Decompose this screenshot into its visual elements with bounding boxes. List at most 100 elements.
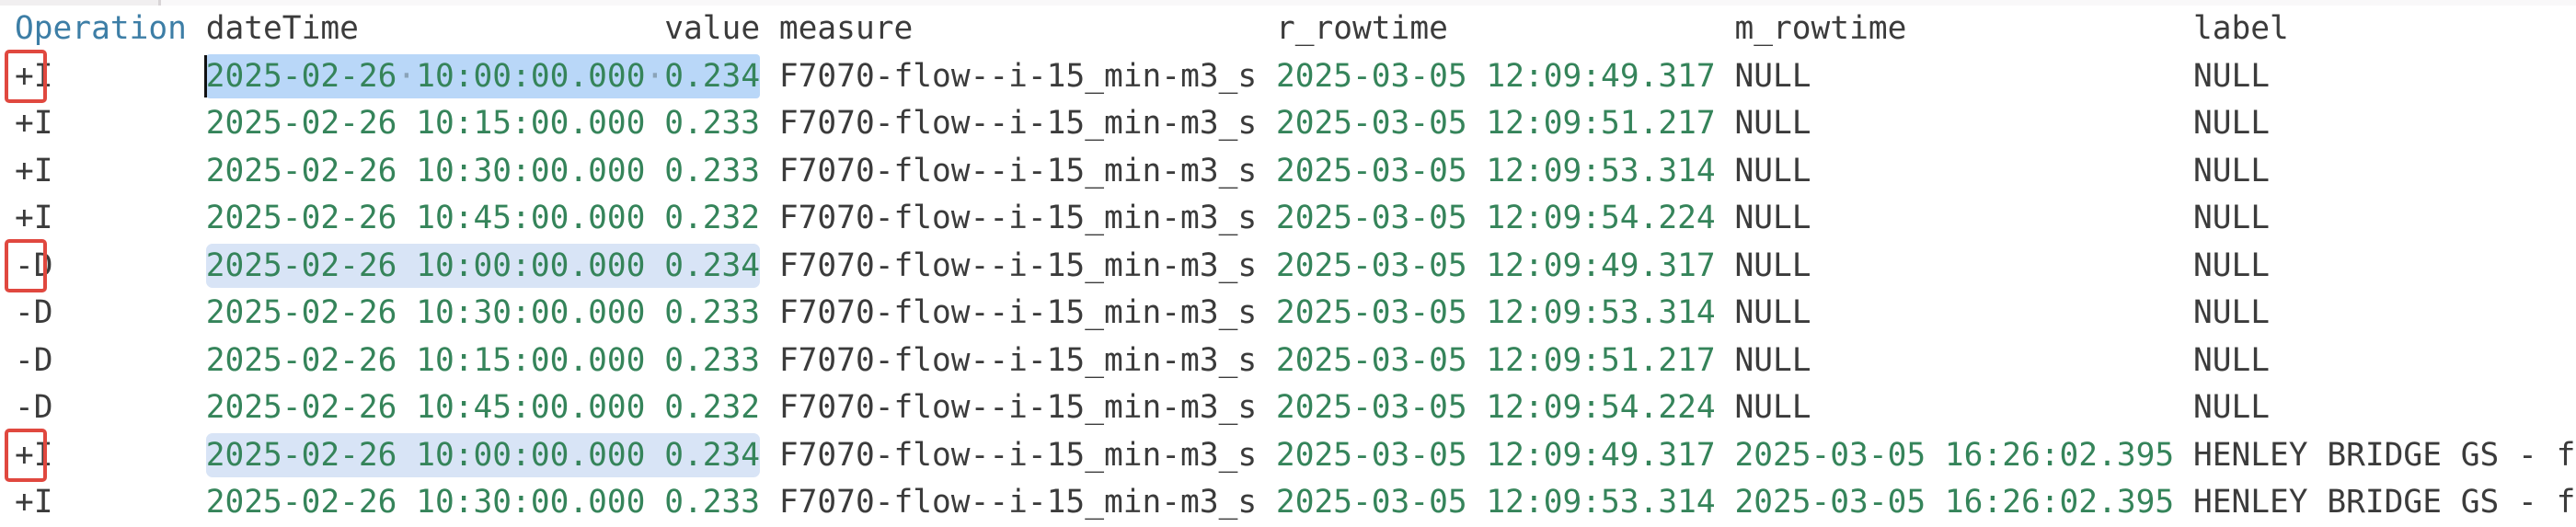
cell-m-rowtime: NULL [1734, 294, 2175, 331]
column-header-datetime: dateTime [205, 10, 646, 47]
cell-gap [53, 247, 206, 284]
cell-gap [1716, 437, 1735, 474]
cell-measure: F7070-flow--i-15_min-m3_s [778, 389, 1258, 426]
cell-m-rowtime: NULL [1734, 246, 2175, 284]
cell-gap [1257, 342, 1276, 379]
cell-r-rowtime: 2025-03-05 12:09:53.314 [1275, 294, 1716, 331]
table-row[interactable]: -D 2025-02-26 10:00:00.000 0.234 F7070-f… [5, 238, 2576, 292]
cell-datetime-value: 2025-02-26 10:45:00.000 0.232 [205, 200, 761, 236]
cell-gap [2174, 342, 2193, 379]
cell-operation: +I [15, 200, 53, 236]
table-row[interactable]: -D 2025-02-26 10:30:00.000 0.233 F7070-f… [15, 290, 2576, 338]
cell-gap [53, 153, 206, 189]
cell-label: NULL [2192, 152, 2271, 189]
cell-measure: F7070-flow--i-15_min-m3_s [778, 105, 1258, 142]
cell-gap [53, 58, 206, 95]
cell-measure: F7070-flow--i-15_min-m3_s [778, 484, 1258, 521]
cell-datetime-value: 2025-02-26 10:30:00.000 0.233 [205, 294, 761, 331]
cell-operation: +I [5, 49, 53, 103]
occurrence-highlight: 2025-02-26 10:00:00.000 0.234 [205, 432, 761, 477]
cell-gap [1257, 294, 1276, 331]
table-row[interactable]: +I 2025-02-26 10:30:00.000 0.233 F7070-f… [15, 479, 2576, 527]
table-row[interactable]: +I 2025-02-26·10:00:00.000·0.234 F7070-f… [5, 49, 2576, 103]
cell-gap [760, 342, 779, 379]
cell-gap [53, 389, 206, 426]
cell-datetime-value: 2025-02-26 10:00:00.000 0.234 [205, 436, 761, 474]
cell-gap [1257, 200, 1276, 236]
cell-datetime-value: 2025-02-26 10:15:00.000 0.233 [205, 341, 761, 379]
cell-gap [2174, 484, 2193, 521]
cell-gap [2174, 247, 2193, 284]
cell-datetime-value: 10:00:00.000 [416, 57, 646, 95]
cell-gap [2174, 294, 2193, 331]
cell-datetime-value: 2025-02-26 [205, 57, 397, 95]
cell-m-rowtime: NULL [1734, 57, 2175, 95]
table-header-row: Operation dateTime value measure r_rowti… [15, 6, 2576, 53]
cell-gap [1716, 484, 1735, 521]
cell-gap [1257, 389, 1276, 426]
cell-measure: F7070-flow--i-15_min-m3_s [778, 436, 1258, 474]
cell-m-rowtime: NULL [1734, 105, 2175, 142]
table-row[interactable]: +I 2025-02-26 10:45:00.000 0.232 F7070-f… [15, 195, 2576, 243]
cell-datetime-value: 0.234 [664, 57, 761, 95]
table-row[interactable]: +I 2025-02-26 10:15:00.000 0.233 F7070-f… [15, 100, 2576, 148]
whitespace-dot-icon: · [397, 57, 417, 95]
cell-measure: F7070-flow--i-15_min-m3_s [778, 57, 1258, 95]
cell-m-rowtime: 2025-03-05 16:26:02.395 [1734, 436, 2175, 474]
cell-gap [1716, 200, 1735, 236]
occurrence-highlight: 2025-02-26 10:00:00.000 0.234 [205, 243, 761, 288]
cell-gap [1716, 105, 1735, 142]
cell-gap [1716, 389, 1735, 426]
cell-label: NULL [2192, 389, 2271, 426]
operation-annotation-box-icon [5, 238, 47, 292]
table-row[interactable]: +I 2025-02-26 10:00:00.000 0.234 F7070-f… [5, 428, 2576, 482]
cell-gap [1716, 58, 1735, 95]
cell-datetime-value: 2025-02-26 10:15:00.000 0.233 [205, 105, 761, 142]
cell-m-rowtime: 2025-03-05 16:26:02.395 [1734, 484, 2175, 521]
cell-operation: -D [15, 341, 53, 379]
cell-gap [1257, 247, 1276, 284]
cell-label: HENLEY BRIDGE GS - f [2192, 484, 2576, 521]
cell-measure: F7070-flow--i-15_min-m3_s [778, 341, 1258, 379]
cell-m-rowtime: NULL [1734, 152, 2175, 189]
cell-gap [53, 294, 206, 331]
cell-gap [760, 484, 779, 521]
cell-operation: -D [15, 294, 53, 331]
table-row[interactable]: +I 2025-02-26 10:30:00.000 0.233 F7070-f… [15, 148, 2576, 196]
cell-m-rowtime: NULL [1734, 341, 2175, 379]
operation-annotation-box-icon [5, 428, 47, 482]
cell-label: NULL [2192, 105, 2271, 142]
column-header-measure: measure [778, 10, 1258, 47]
cell-r-rowtime: 2025-03-05 12:09:54.224 [1275, 200, 1716, 236]
cell-operation: +I [15, 105, 53, 142]
column-header-value: value [664, 10, 761, 47]
cell-operation: -D [5, 238, 53, 292]
cell-gap [1716, 294, 1735, 331]
cell-measure: F7070-flow--i-15_min-m3_s [778, 294, 1258, 331]
cell-m-rowtime: NULL [1734, 200, 2175, 236]
cell-label: NULL [2192, 57, 2271, 95]
cell-gap [760, 58, 779, 95]
cell-operation: -D [15, 389, 53, 426]
cell-gap [2174, 58, 2193, 95]
cell-gap [53, 484, 206, 521]
cell-r-rowtime: 2025-03-05 12:09:49.317 [1275, 436, 1716, 474]
cell-gap [760, 105, 779, 142]
cell-label: HENLEY BRIDGE GS - f [2192, 436, 2576, 474]
cell-gap [53, 200, 206, 236]
cell-gap [760, 153, 779, 189]
column-header-r-rowtime: r_rowtime [1275, 10, 1716, 47]
table-row[interactable]: -D 2025-02-26 10:45:00.000 0.232 F7070-f… [15, 384, 2576, 432]
cell-measure: F7070-flow--i-15_min-m3_s [778, 246, 1258, 284]
table-row[interactable]: -D 2025-02-26 10:15:00.000 0.233 F7070-f… [15, 338, 2576, 385]
column-header-label: label [2192, 10, 2289, 47]
cell-gap [2174, 200, 2193, 236]
cell-gap [1257, 484, 1276, 521]
header-gap [187, 10, 206, 47]
cell-r-rowtime: 2025-03-05 12:09:51.217 [1275, 341, 1716, 379]
column-header-operation: Operation [15, 10, 187, 47]
cell-r-rowtime: 2025-03-05 12:09:49.317 [1275, 246, 1716, 284]
cell-gap [2174, 389, 2193, 426]
console-output-table[interactable]: Operation dateTime value measure r_rowti… [0, 6, 2576, 527]
cell-datetime-value: 2025-02-26 10:30:00.000 0.233 [205, 484, 761, 521]
